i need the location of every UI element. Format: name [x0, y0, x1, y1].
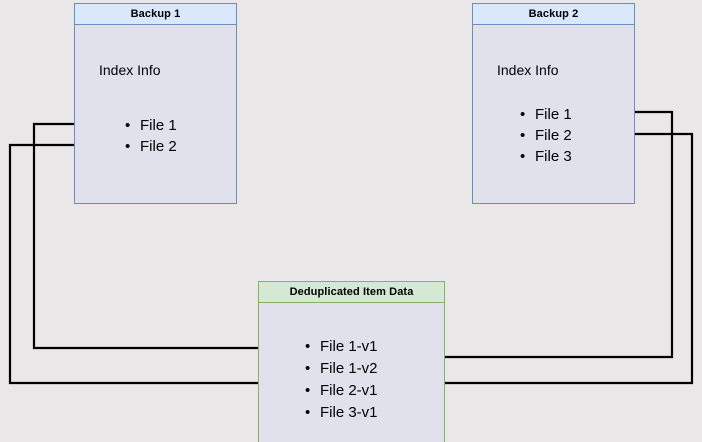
list-item[interactable]: File 1: [520, 104, 572, 125]
node-backup-1-title: Backup 1: [75, 4, 236, 25]
node-backup-2-title: Backup 2: [473, 4, 634, 25]
node-backup-2-body: Index Info File 1 File 2 File 3: [473, 25, 634, 203]
backup-2-index-label: Index Info: [497, 62, 559, 78]
list-item[interactable]: File 2-v1: [305, 380, 378, 402]
node-backup-1[interactable]: Backup 1 Index Info File 1 File 2: [74, 3, 237, 204]
list-item[interactable]: File 2: [125, 136, 177, 157]
list-item[interactable]: File 3: [520, 146, 572, 167]
list-item[interactable]: File 1: [125, 115, 177, 136]
node-deduplicated-item-data-body: File 1-v1 File 1-v2 File 2-v1 File 3-v1: [259, 303, 444, 442]
list-item[interactable]: File 2: [520, 125, 572, 146]
backup-1-file-list: File 1 File 2: [125, 115, 177, 157]
dedup-file-list: File 1-v1 File 1-v2 File 2-v1 File 3-v1: [305, 336, 378, 424]
list-item[interactable]: File 3-v1: [305, 402, 378, 424]
list-item[interactable]: File 1-v2: [305, 358, 378, 380]
node-backup-2[interactable]: Backup 2 Index Info File 1 File 2 File 3: [472, 3, 635, 204]
node-deduplicated-item-data-title: Deduplicated Item Data: [259, 282, 444, 303]
backup-1-index-label: Index Info: [99, 62, 161, 78]
list-item[interactable]: File 1-v1: [305, 336, 378, 358]
node-backup-1-body: Index Info File 1 File 2: [75, 25, 236, 203]
backup-2-file-list: File 1 File 2 File 3: [520, 104, 572, 167]
node-deduplicated-item-data[interactable]: Deduplicated Item Data File 1-v1 File 1-…: [258, 281, 445, 442]
